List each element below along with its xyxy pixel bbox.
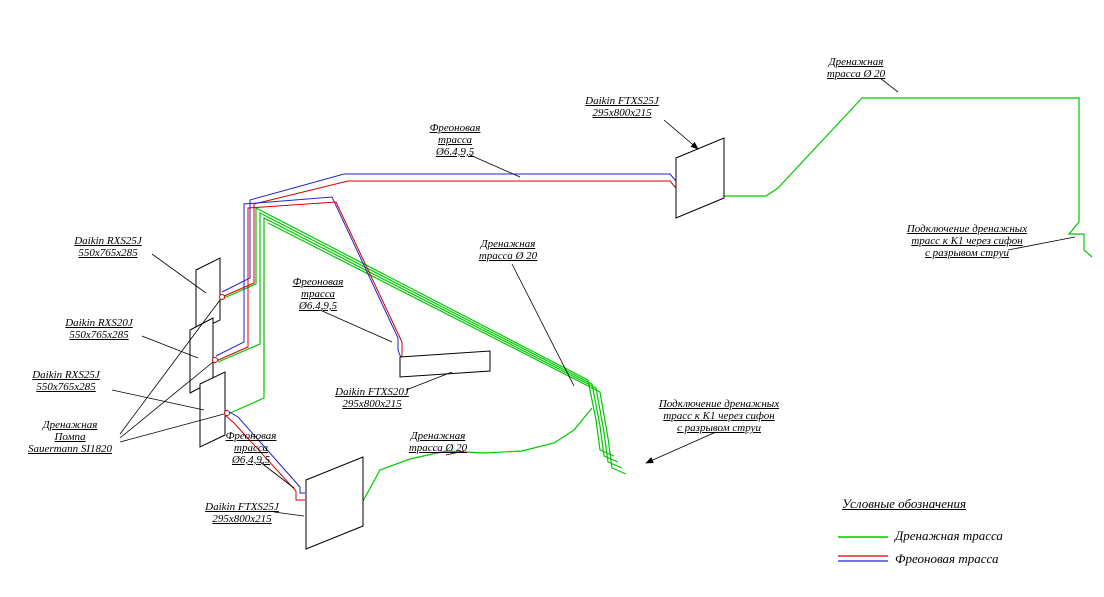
label-line: Дренажная xyxy=(828,56,884,68)
leader-freon-bottom xyxy=(259,461,295,489)
indoor-unit-top xyxy=(675,137,725,219)
leader-rxs20j xyxy=(141,335,199,359)
drain-line-3 xyxy=(227,217,623,469)
leader-rxs25j-2 xyxy=(111,389,205,411)
pump-point-3 xyxy=(224,410,230,416)
leader-ftxs20j xyxy=(405,371,453,391)
label-line: Фреоновая xyxy=(429,122,481,134)
label-line: Ø6,4,9,5 xyxy=(231,453,271,466)
label-daikin-ftxs25j-bottom: Daikin FTXS25J 295x800x215 xyxy=(205,501,279,526)
label-line: Дренажная xyxy=(480,238,536,250)
label-line: Daikin RXS25J xyxy=(32,369,100,381)
leader-ftxs25j-top xyxy=(663,119,699,150)
drain-line-wavy xyxy=(313,407,593,529)
indoor-unit-center xyxy=(399,350,491,378)
legend-title: Условные обозначения xyxy=(842,496,966,511)
label-line: трасса Ø 20 xyxy=(408,441,468,454)
leader-drain-topright xyxy=(879,77,899,93)
label-siphon-note-right: Подключение дренажных трасс к К1 через с… xyxy=(906,223,1028,260)
freon-blue-line-top xyxy=(221,173,677,293)
pump-points xyxy=(212,294,230,416)
drain-line-topright xyxy=(724,97,1093,258)
leader-freon-center xyxy=(319,309,393,343)
label-daikin-rxs25j-1: Daikin RXS25J 550x765x285 xyxy=(74,235,142,260)
label-line: Daikin FTXS25J xyxy=(205,501,279,513)
label-line: Фреоновая xyxy=(225,430,277,442)
label-line: 550x765x285 xyxy=(78,246,138,259)
indoor-unit-bottom xyxy=(305,456,364,550)
label-line: Sauermann SI1820 xyxy=(27,442,113,455)
leader-drain-center xyxy=(511,263,575,387)
drain-line-2 xyxy=(217,212,619,463)
label-daikin-ftxs20j: Daikin FTXS20J 295x800x215 xyxy=(335,386,409,411)
label-line: с разрывом струи xyxy=(925,246,1009,259)
label-line: Ø6.4,9,5 xyxy=(298,299,338,312)
label-line: Daikin RXS25J xyxy=(74,235,142,247)
label-drain-route-topright: Дренажная трасса Ø 20 xyxy=(826,56,886,81)
label-line: Фреоновая xyxy=(292,276,344,288)
label-daikin-rxs20j: Daikin RXS20J 550x765x285 xyxy=(65,317,133,342)
leader-rxs25j-1 xyxy=(151,253,207,294)
label-line: Daikin FTXS25J xyxy=(585,95,659,107)
label-drain-route-center: Дренажная трасса Ø 20 xyxy=(478,238,538,263)
legend-item-freon: Фреоновая трасса xyxy=(895,551,999,566)
freon-blue-line-center xyxy=(215,196,402,359)
label-line: трасса xyxy=(234,441,268,454)
label-freon-route-center: Фреоновая трасса Ø6.4,9,5 xyxy=(292,276,344,313)
label-line: трасс к К1 через сифон xyxy=(911,234,1023,247)
label-line: Ø6.4,9,5 xyxy=(435,145,475,158)
label-line: 295x800x215 xyxy=(342,397,402,410)
label-line: с разрывом струи xyxy=(677,421,761,434)
label-freon-route-bottom: Фреоновая трасса Ø6,4,9,5 xyxy=(225,430,277,467)
legend-title-text: Условные обозначения xyxy=(842,496,966,511)
label-line: Daikin FTXS20J xyxy=(335,386,409,398)
pump-point-1 xyxy=(219,294,225,300)
leader-drain-bottom xyxy=(445,450,465,456)
freon-blue-line-bottom xyxy=(225,409,305,494)
leader-siphon-right xyxy=(1007,236,1076,251)
freon-red-line-bottom xyxy=(225,415,305,501)
label-line: Помпа xyxy=(54,430,86,443)
leader-freon-top xyxy=(469,154,521,178)
drain-line-4 xyxy=(267,222,627,475)
label-line: 550x765x285 xyxy=(36,380,96,393)
drain-routes xyxy=(217,97,1093,529)
label-line: Подключение дренажных xyxy=(658,398,780,410)
leader-pump-2 xyxy=(119,361,214,439)
label-line: 550x765x285 xyxy=(69,328,129,341)
label-drain-route-bottom: Дренажная трасса Ø 20 xyxy=(408,430,468,455)
label-siphon-note-center: Подключение дренажных трасс к К1 через с… xyxy=(658,398,780,435)
freon-routes xyxy=(215,173,677,501)
label-daikin-ftxs25j-top: Daikin FTXS25J 295x800x215 xyxy=(585,95,659,120)
leader-lines xyxy=(111,77,1076,517)
label-line: Дренажная xyxy=(410,430,466,442)
outdoor-unit-1 xyxy=(195,257,221,333)
label-daikin-rxs25j-2: Daikin RXS25J 550x765x285 xyxy=(32,369,100,394)
freon-red-line-top xyxy=(221,180,677,298)
leader-ftxs25j-bottom xyxy=(273,511,305,517)
label-line: трасса xyxy=(438,133,472,146)
label-line: 295x800x215 xyxy=(212,512,272,525)
label-line: Daikin RXS20J xyxy=(65,317,133,329)
legend-samples xyxy=(838,536,888,562)
leader-pump-1 xyxy=(119,299,221,435)
label-line: Дренажная xyxy=(42,419,98,431)
outdoor-unit-3 xyxy=(199,371,226,448)
freon-red-line-center xyxy=(215,201,403,363)
drain-line-1 xyxy=(223,207,615,457)
leader-siphon-center xyxy=(645,431,717,464)
label-line: трасса Ø 20 xyxy=(478,249,538,262)
units xyxy=(189,137,725,550)
label-freon-route-top: Фреоновая трасса Ø6.4,9,5 xyxy=(429,122,481,159)
label-drain-pump: Дренажная Помпа Sauermann SI1820 xyxy=(27,419,113,456)
label-line: трасс к К1 через сифон xyxy=(663,409,775,422)
label-line: трасса Ø 20 xyxy=(826,67,886,80)
label-line: трасса xyxy=(301,287,335,300)
label-line: Подключение дренажных xyxy=(906,223,1028,235)
leader-pump-3 xyxy=(119,413,225,443)
legend-item-drain: Дренажная трасса xyxy=(895,528,1003,543)
pump-point-2 xyxy=(212,357,218,363)
label-line: 295x800x215 xyxy=(592,106,652,119)
